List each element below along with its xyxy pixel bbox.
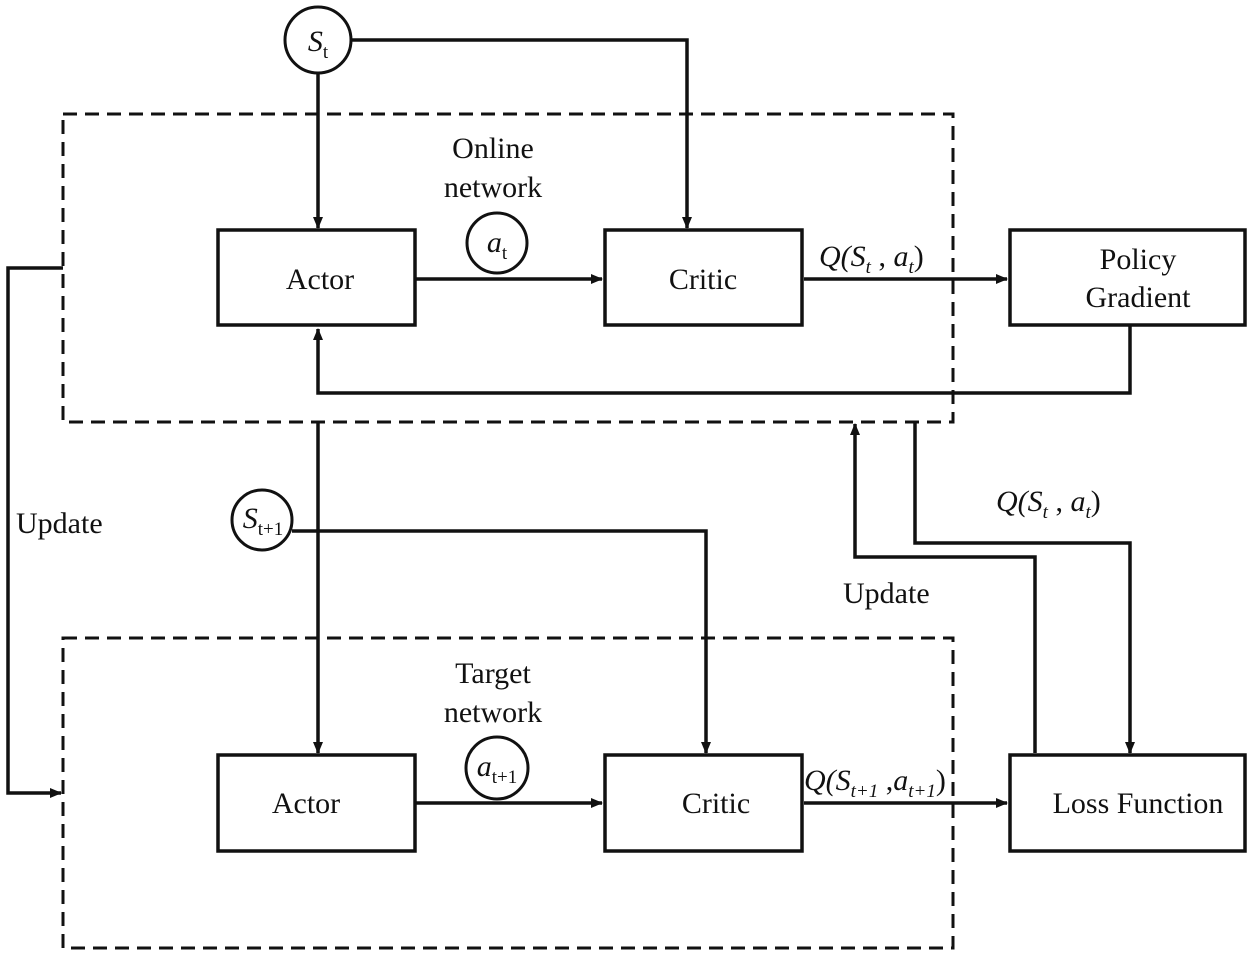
online-critic-box bbox=[603, 228, 804, 327]
q-target-label: Q(St+1 ,at+1) bbox=[804, 764, 946, 802]
target-network-label-line1: Target bbox=[455, 657, 531, 690]
target-action-circle bbox=[464, 735, 530, 801]
policy-gradient-box bbox=[1008, 228, 1247, 327]
online-actor-box bbox=[216, 228, 417, 327]
online-network-label-line1: Online bbox=[452, 132, 534, 165]
online-network-region bbox=[61, 112, 955, 424]
target-action-label: at+1 bbox=[477, 750, 518, 788]
arrow-online-q-to-loss bbox=[913, 422, 1135, 754]
update-left-label: Update bbox=[16, 507, 103, 540]
policy-gradient-label-line1: Policy bbox=[1100, 243, 1177, 276]
state-t1-label: St+1 bbox=[243, 502, 284, 540]
online-action-label: at bbox=[487, 226, 508, 264]
online-critic-label: Critic bbox=[669, 263, 737, 296]
state-t-label: St bbox=[308, 25, 329, 63]
arrow-left-update bbox=[6, 266, 63, 798]
target-critic-box bbox=[603, 753, 804, 853]
policy-gradient-label-line2: Gradient bbox=[1086, 281, 1192, 314]
online-action-circle bbox=[465, 211, 529, 275]
update-right-label: Update bbox=[843, 577, 930, 610]
arrow-loss-update-to-online bbox=[850, 423, 1037, 753]
online-network-label-line2: network bbox=[444, 171, 542, 204]
online-actor-label: Actor bbox=[286, 263, 354, 296]
target-network-region bbox=[61, 636, 955, 950]
state-t1-circle bbox=[230, 488, 294, 552]
arrow-next-state-to-target-critic bbox=[292, 529, 711, 754]
state-t-circle bbox=[283, 5, 353, 75]
target-critic-label: Critic bbox=[682, 787, 750, 820]
target-network-label-line2: network bbox=[444, 696, 542, 729]
q-online-label: Q(St , at) bbox=[819, 240, 924, 278]
loss-function-label: Loss Function bbox=[1053, 787, 1224, 820]
arrow-state-to-online-critic bbox=[352, 38, 692, 229]
target-actor-box bbox=[216, 753, 417, 853]
q-to-loss-label: Q(St , at) bbox=[996, 485, 1101, 523]
loss-function-box bbox=[1008, 753, 1247, 853]
target-actor-label: Actor bbox=[272, 787, 340, 820]
arrow-policy-gradient-to-actor bbox=[313, 326, 1132, 395]
